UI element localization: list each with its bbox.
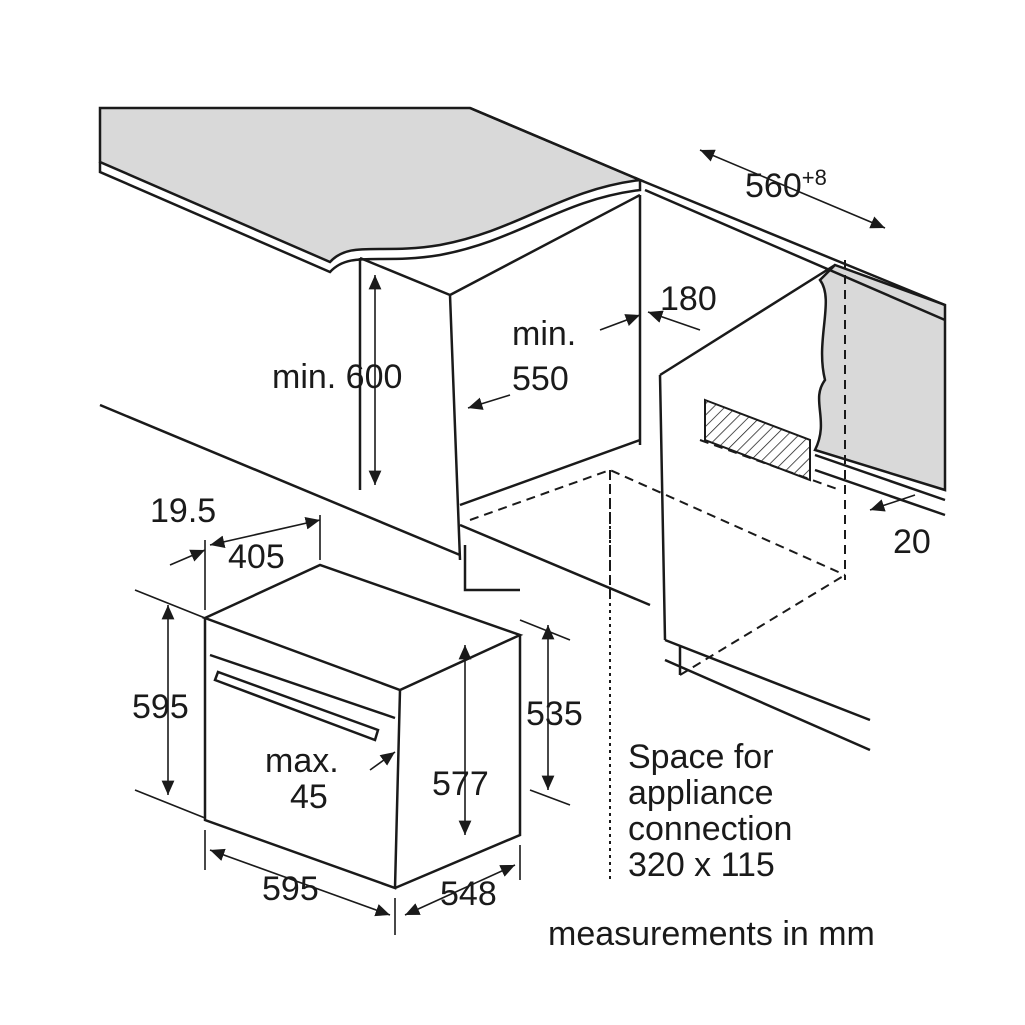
min-depth-value: 550 (512, 360, 569, 398)
min-height-label: min. 600 (272, 358, 402, 396)
min-depth-label: min. (512, 315, 576, 353)
connection-box (704, 398, 811, 482)
oven-width-label: 595 (262, 870, 319, 908)
dimension-lines (134, 149, 916, 935)
connection-note: Space for appliance connection 320 x 115 (628, 738, 792, 884)
handle-value: 45 (290, 778, 328, 816)
svg-text:appliance: appliance (628, 774, 774, 812)
side-wall (813, 263, 947, 492)
side-gap-label: 20 (893, 523, 931, 561)
svg-text:320 x 115: 320 x 115 (628, 846, 775, 884)
oven-depth-label: 548 (440, 875, 497, 913)
cabinet-left (99, 193, 651, 607)
cabinet-width-label: 560+8 (745, 165, 827, 205)
inner-height-label: 577 (432, 765, 489, 803)
top-depth-label: 405 (228, 538, 285, 576)
oven (201, 563, 524, 890)
units-note: measurements in mm (548, 915, 875, 953)
svg-text:connection: connection (628, 810, 792, 848)
front-offset-label: 19.5 (150, 492, 216, 530)
oven-height-label: 595 (132, 688, 189, 726)
handle-label: max. (265, 742, 339, 780)
body-height-label: 535 (526, 695, 583, 733)
countertop (98, 106, 645, 274)
rear-gap-label: 180 (660, 280, 717, 318)
svg-text:Space for: Space for (628, 738, 774, 776)
